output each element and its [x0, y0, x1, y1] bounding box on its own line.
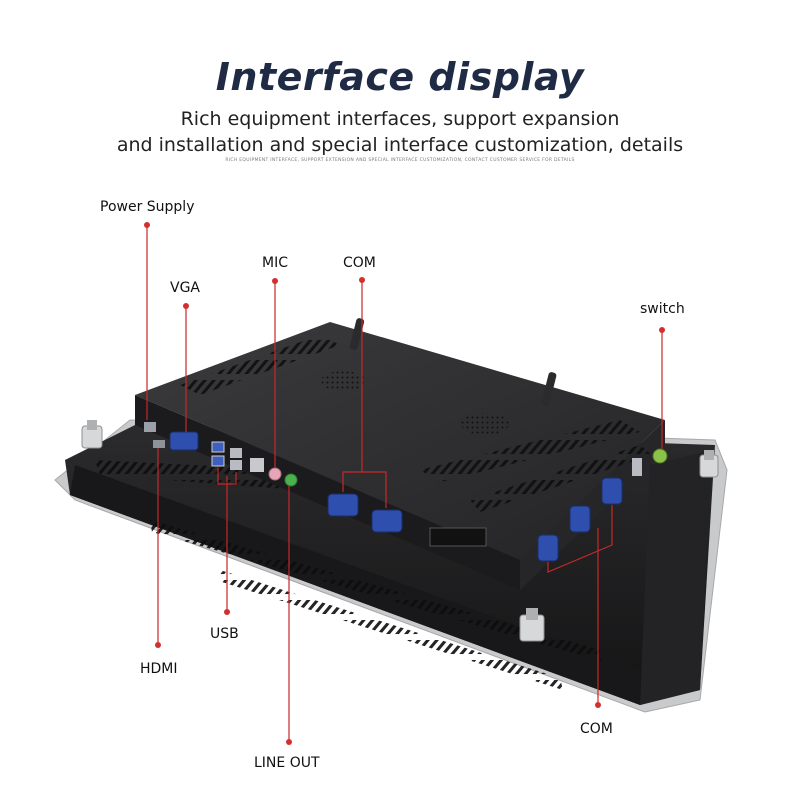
usb-port-3: [230, 448, 242, 458]
rear-cover-right: [640, 450, 712, 705]
expansion-slot: [429, 527, 487, 547]
vga-port: [169, 431, 199, 451]
callout-dot-usb: [224, 609, 230, 615]
top-vents-1: [180, 335, 340, 395]
callout-dot-lineout: [286, 739, 292, 745]
mounting-clip-bottom: [519, 608, 545, 642]
callout-dot-com-top: [359, 277, 365, 283]
power-switch: [652, 448, 668, 464]
top-vents-3: [470, 445, 652, 512]
label-vga: VGA: [170, 280, 201, 296]
antenna-left: [349, 318, 365, 350]
com-port-2: [371, 509, 403, 533]
antenna-right: [541, 372, 557, 406]
page-subtitle: Rich equipment interfaces, support expan…: [0, 106, 800, 158]
subtitle-line-1: Rich equipment interfaces, support expan…: [180, 108, 620, 130]
power-port: [144, 422, 156, 432]
callout-dots: [144, 222, 665, 745]
mounting-clip-left: [81, 420, 103, 449]
page-title: Interface display: [215, 55, 585, 99]
lineout-jack: [284, 473, 298, 487]
callout-line-com-bottom-branch: [547, 505, 613, 573]
ethernet-port: [250, 458, 264, 472]
mounting-clip-right: [699, 450, 719, 478]
mainboard-box-top: [135, 322, 665, 560]
label-com-bottom: COM: [580, 721, 613, 737]
subtitle-line-2: and installation and special interface c…: [116, 134, 684, 156]
label-switch: switch: [640, 301, 685, 317]
callout-dot-switch: [659, 327, 665, 333]
callout-lines: [146, 225, 663, 742]
usb-port-1: [211, 441, 225, 453]
label-com-top: COM: [343, 255, 376, 271]
top-vents-2: [420, 420, 640, 482]
label-power-supply: Power Supply: [100, 199, 195, 215]
callout-line-com-top-branch: [342, 471, 387, 508]
speaker-grille-left: [321, 371, 365, 391]
callout-dot-vga: [183, 303, 189, 309]
com-port-1: [327, 493, 359, 517]
usb-port-side: [632, 458, 642, 476]
usb-port-4: [230, 460, 242, 470]
label-usb: USB: [210, 626, 239, 642]
lower-vents-row2: [220, 570, 563, 690]
mic-jack: [268, 467, 282, 481]
com-port-4: [569, 505, 591, 533]
callout-dot-mic: [272, 278, 278, 284]
label-mic: MIC: [262, 255, 288, 271]
label-hdmi: HDMI: [140, 661, 178, 677]
label-line-out: LINE OUT: [254, 755, 320, 771]
callout-line-usb-branch: [217, 468, 237, 485]
mainboard-box-front: [135, 395, 520, 590]
callout-dot-hdmi: [155, 642, 161, 648]
usb-port-2: [211, 455, 225, 467]
lower-vents-row1: [150, 520, 604, 662]
com-port-3: [537, 534, 559, 562]
fine-print: RICH EQUIPMENT INTERFACE, SUPPORT EXTENS…: [225, 158, 575, 163]
com-port-5: [601, 477, 623, 505]
callout-dot-com-bottom: [595, 702, 601, 708]
speaker-grille-right: [461, 413, 509, 435]
lower-vents-left: [95, 460, 300, 490]
hdmi-port: [153, 440, 165, 448]
callout-dot-power: [144, 222, 150, 228]
